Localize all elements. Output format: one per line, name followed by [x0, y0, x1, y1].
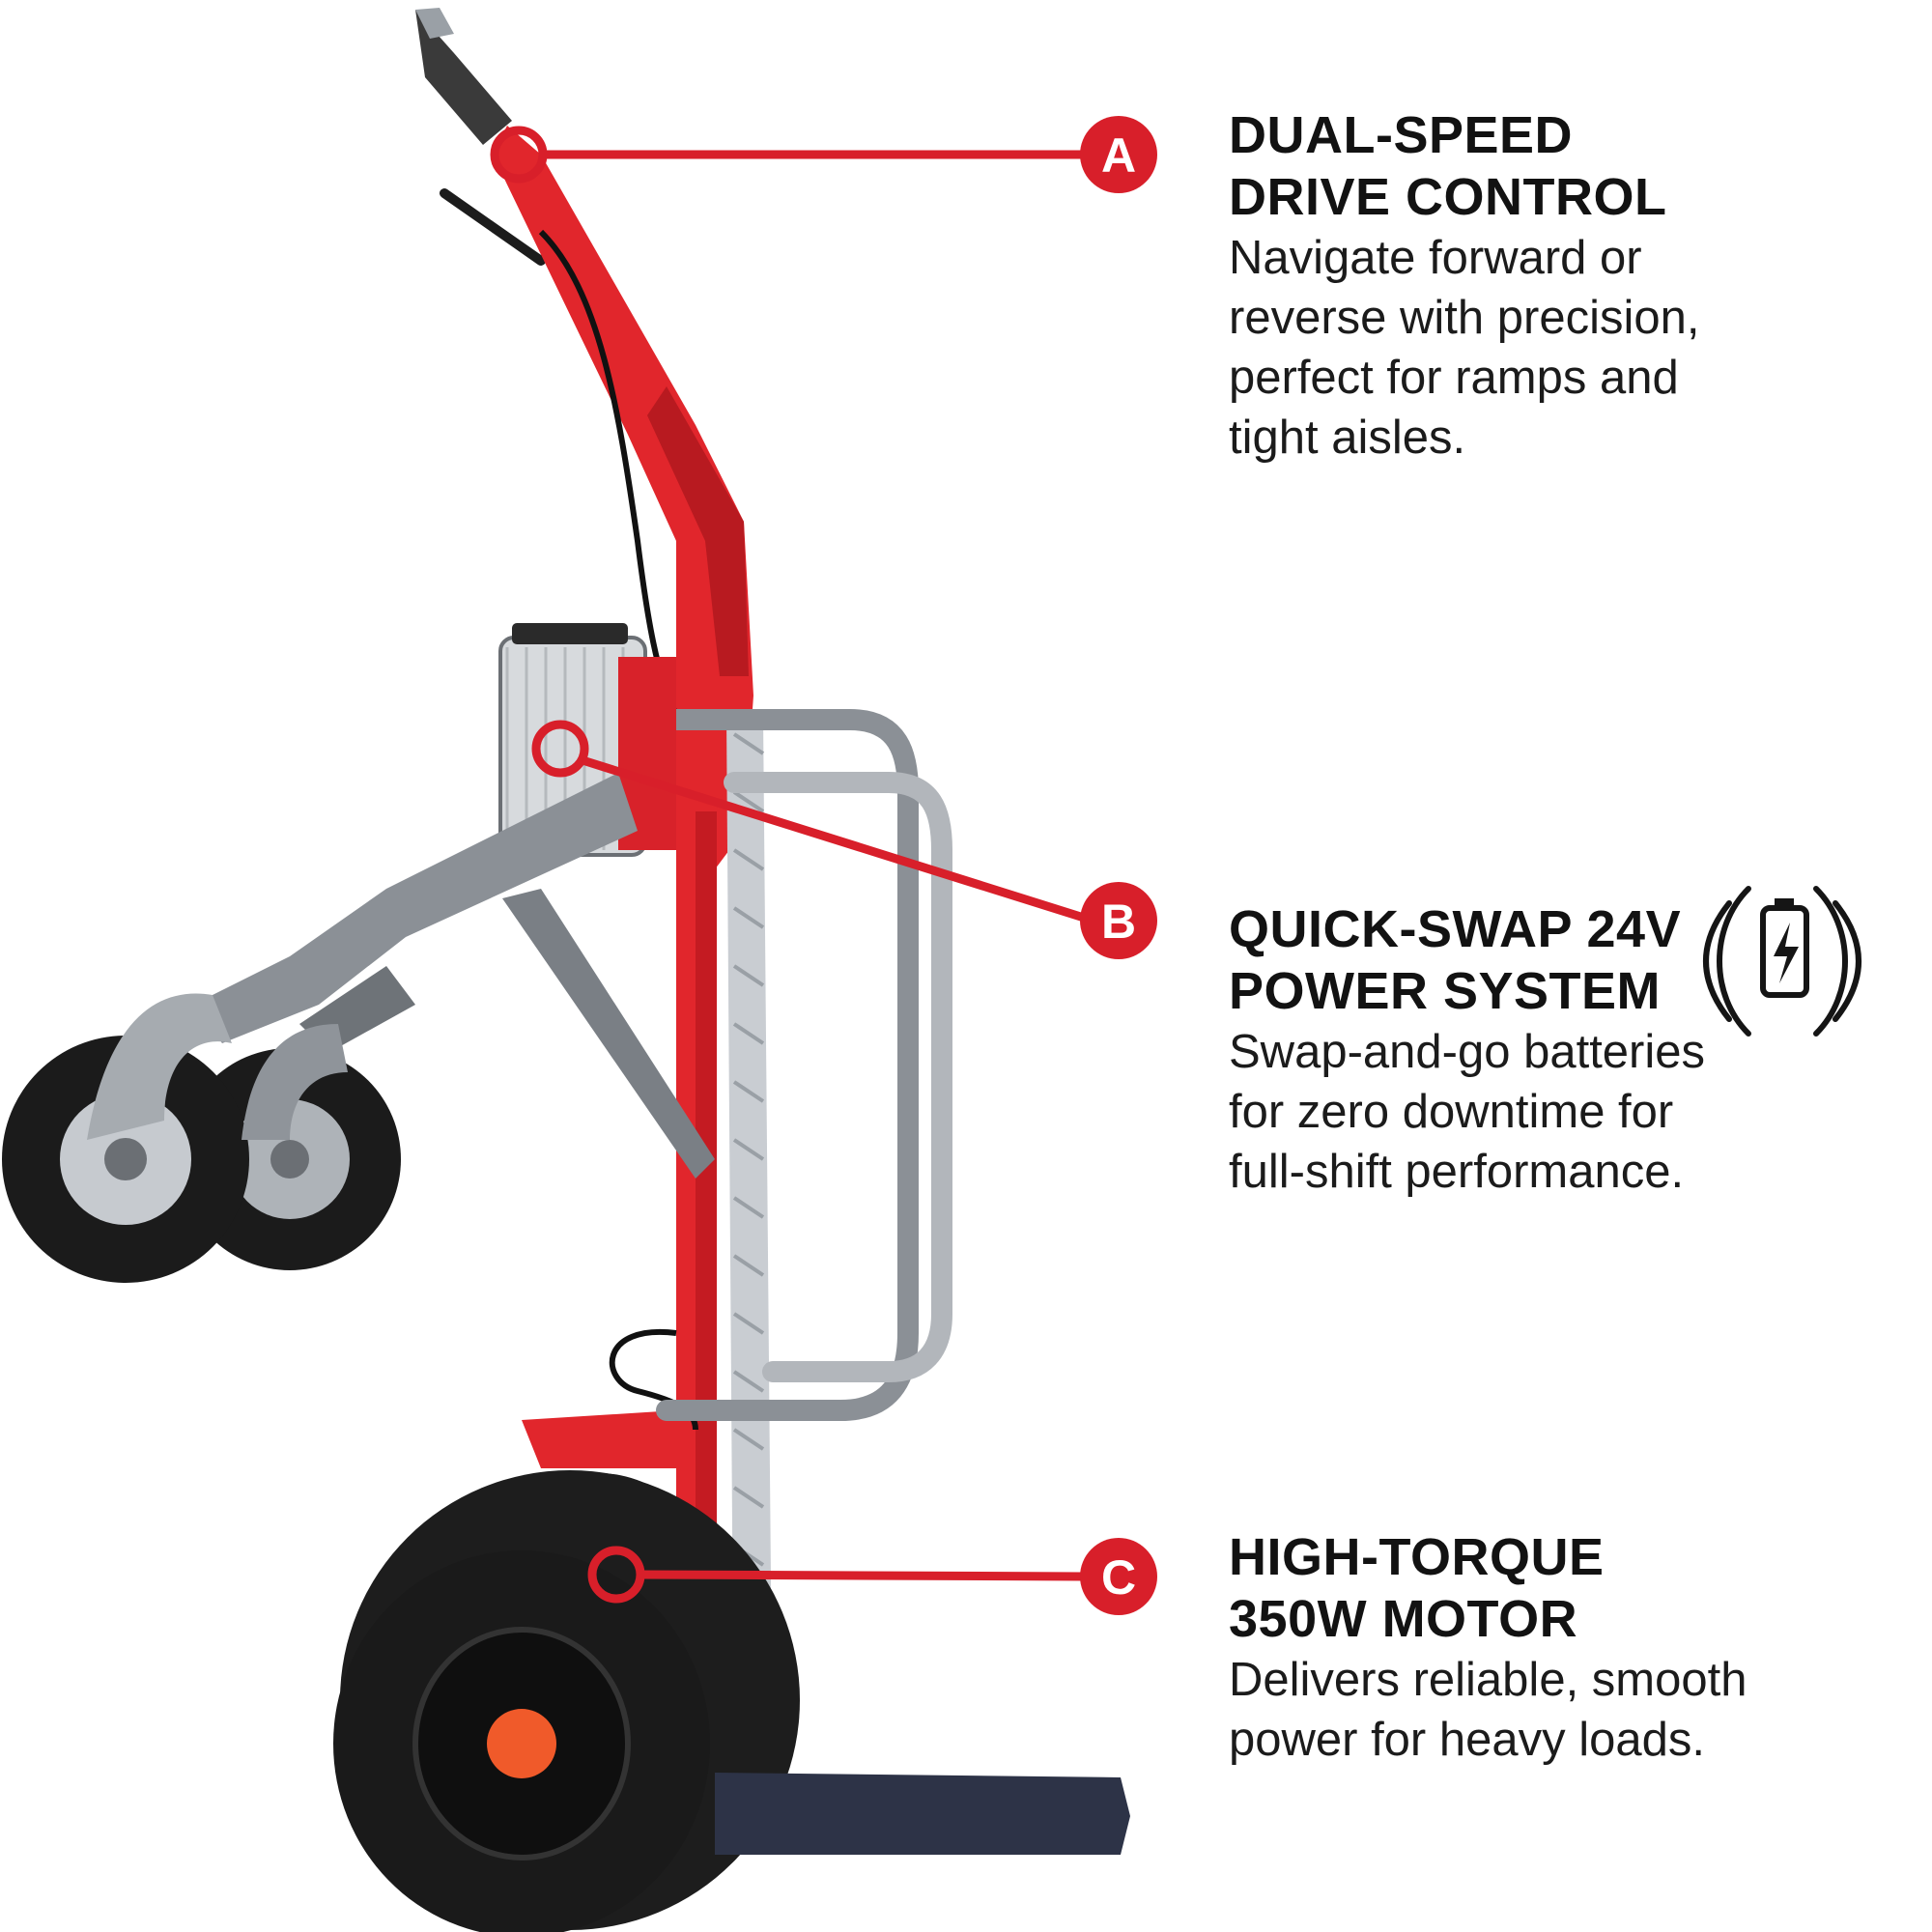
- callout-a: A: [490, 116, 1157, 193]
- battery-charging-icon: [1703, 886, 1861, 1037]
- feature-title: DUAL-SPEED DRIVE CONTROL: [1229, 104, 1905, 228]
- callout-c: C: [587, 1538, 1157, 1615]
- description-line: Navigate forward or: [1229, 232, 1642, 284]
- description-line: reverse with precision,: [1229, 292, 1700, 344]
- description-line: full-shift performance.: [1229, 1146, 1685, 1198]
- callout-c-letter: C: [1101, 1550, 1136, 1605]
- callout-b-letter: B: [1101, 895, 1136, 949]
- title-line: DRIVE CONTROL: [1229, 168, 1667, 226]
- callout-b: B: [531, 720, 1157, 959]
- description-line: Swap-and-go batteries: [1229, 1026, 1706, 1078]
- feature-description: Delivers reliable, smooth power for heav…: [1229, 1650, 1905, 1770]
- title-line: QUICK-SWAP 24V: [1229, 900, 1682, 958]
- description-line: perfect for ramps and: [1229, 352, 1679, 404]
- description-line: Delivers reliable, smooth: [1229, 1654, 1747, 1706]
- callout-a-letter: A: [1101, 128, 1136, 183]
- feature-description: Navigate forward or reverse with precisi…: [1229, 228, 1905, 468]
- feature-power-system: QUICK-SWAP 24V POWER SYSTEM Swap-and-go …: [1229, 898, 1905, 1202]
- feature-description: Swap-and-go batteries for zero downtime …: [1229, 1022, 1905, 1202]
- title-line: DUAL-SPEED: [1229, 106, 1574, 164]
- feature-title: HIGH-TORQUE 350W MOTOR: [1229, 1526, 1905, 1650]
- title-line: HIGH-TORQUE: [1229, 1528, 1605, 1586]
- title-line: 350W MOTOR: [1229, 1590, 1578, 1648]
- description-line: for zero downtime for: [1229, 1086, 1674, 1138]
- handle-grip: [415, 8, 546, 266]
- feature-motor: HIGH-TORQUE 350W MOTOR Delivers reliable…: [1229, 1526, 1905, 1770]
- front-wheels: [2, 993, 401, 1283]
- diamond-plate: [726, 715, 773, 1797]
- title-line: POWER SYSTEM: [1229, 962, 1662, 1020]
- description-line: tight aisles.: [1229, 412, 1466, 464]
- feature-title: QUICK-SWAP 24V POWER SYSTEM: [1229, 898, 1905, 1022]
- toe-plate: [715, 1773, 1130, 1855]
- side-rail: [656, 709, 952, 1421]
- rear-wheels: [333, 1470, 800, 1932]
- feature-dual-speed: DUAL-SPEED DRIVE CONTROL Navigate forwar…: [1229, 104, 1905, 468]
- description-line: power for heavy loads.: [1229, 1714, 1705, 1766]
